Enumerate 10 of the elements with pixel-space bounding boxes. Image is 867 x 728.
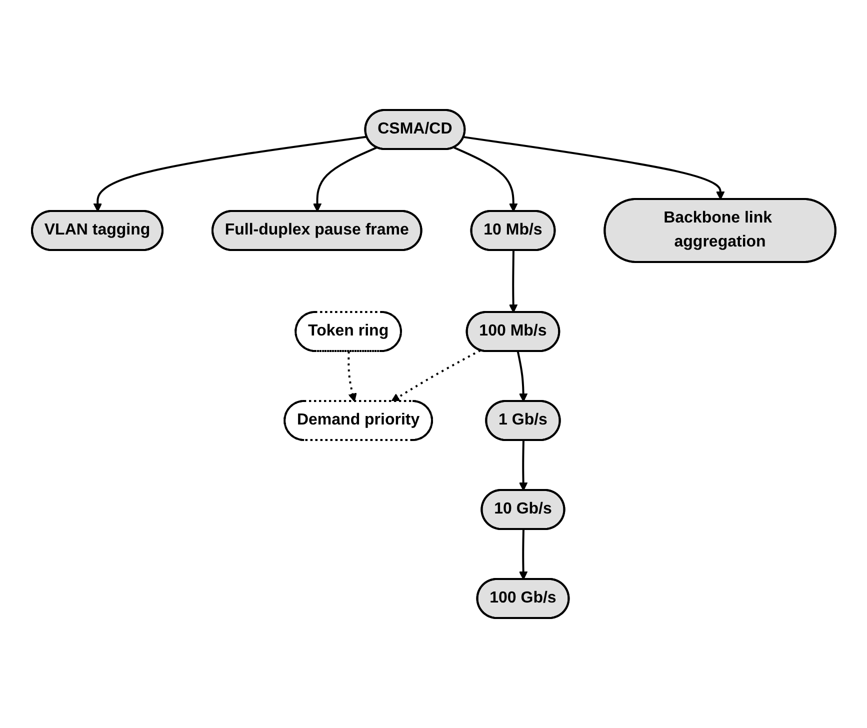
arrow — [518, 440, 528, 491]
arrow — [347, 351, 357, 402]
arrow — [463, 136, 725, 200]
arrow — [390, 350, 481, 402]
arrow — [518, 529, 528, 580]
arrow — [312, 146, 377, 212]
arrow — [454, 146, 518, 212]
arrow — [93, 136, 367, 212]
arrow — [508, 250, 518, 313]
arrow — [516, 351, 528, 402]
